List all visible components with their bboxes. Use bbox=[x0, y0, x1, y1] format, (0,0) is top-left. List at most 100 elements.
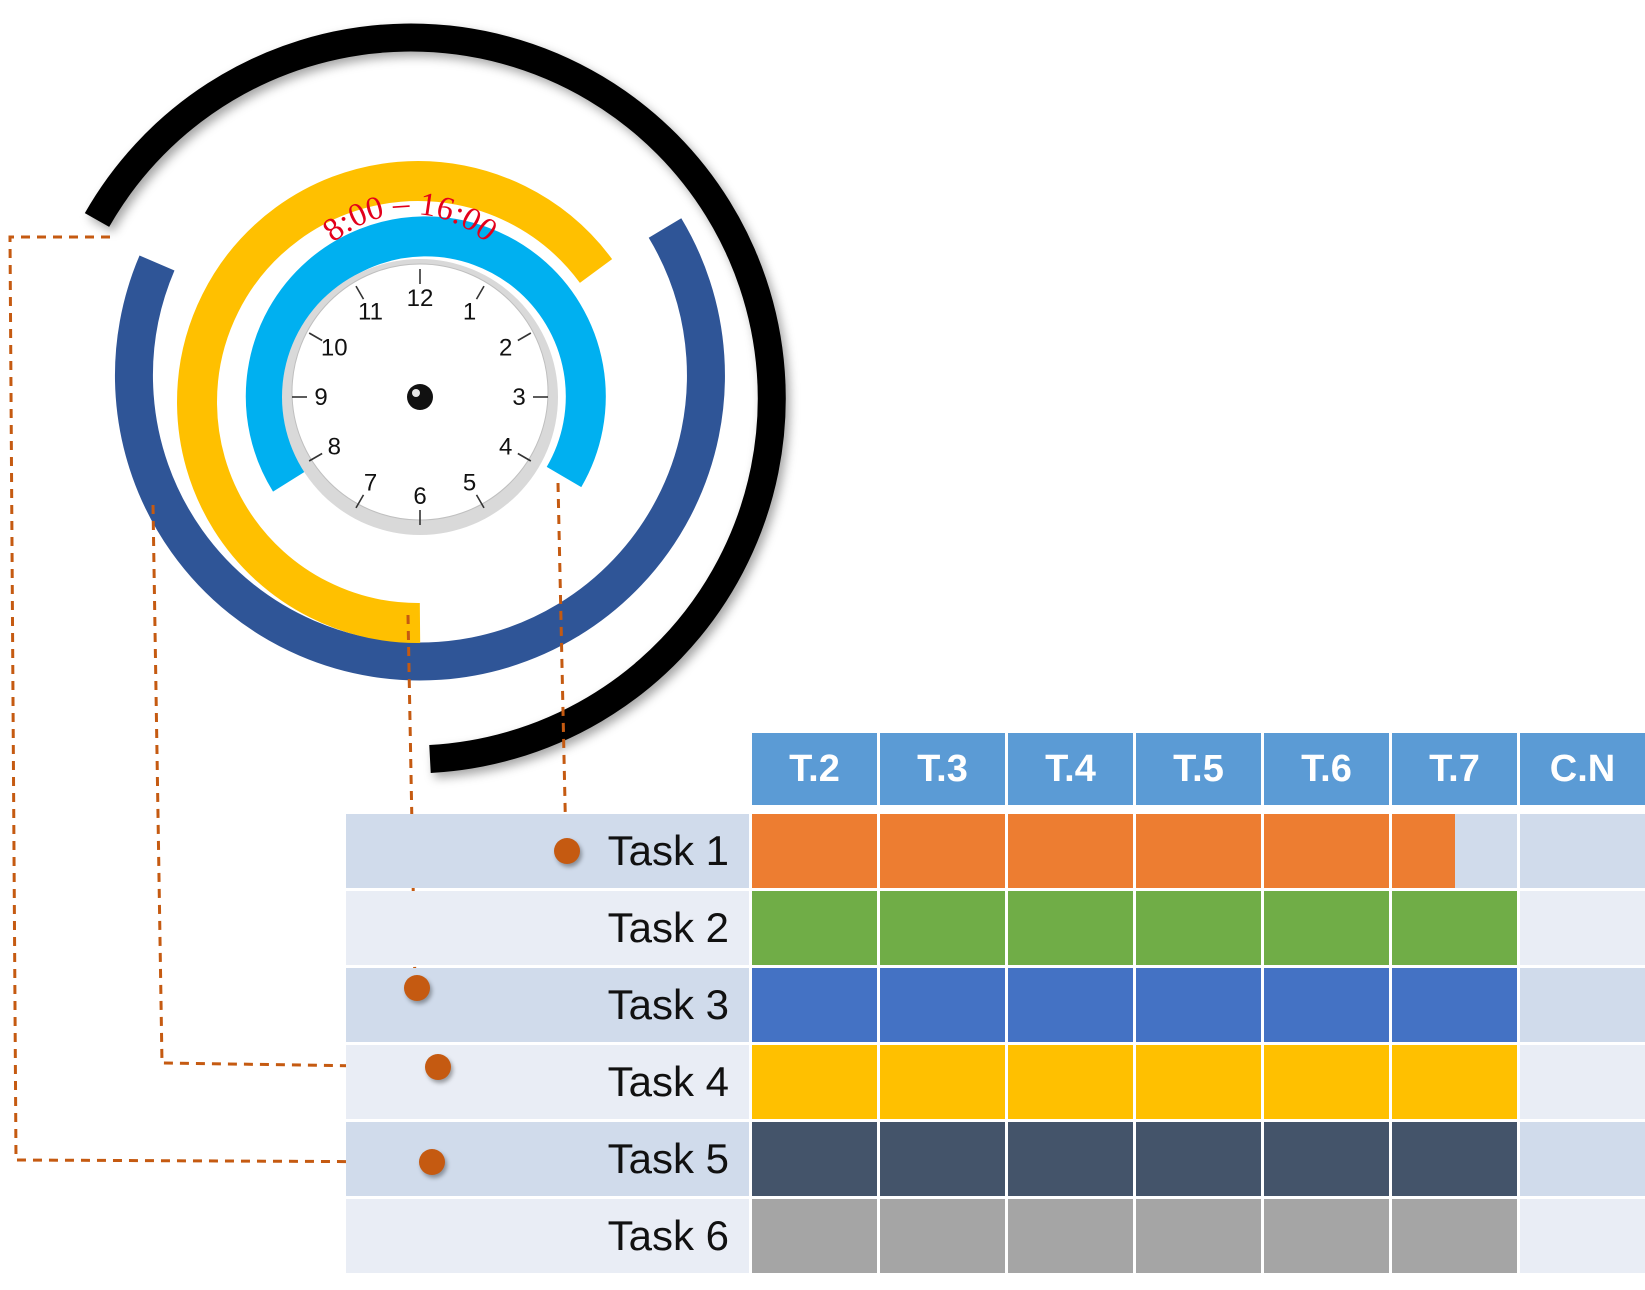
task-row: Task 3 bbox=[346, 968, 1645, 1042]
connector-dot-task-4 bbox=[425, 1054, 451, 1080]
task-bar-segment bbox=[1392, 814, 1455, 888]
clock-numeral: 2 bbox=[499, 335, 512, 362]
day-header-cell: T.6 bbox=[1264, 733, 1389, 805]
task-bar-segment bbox=[752, 968, 877, 1042]
day-header-cell: T.7 bbox=[1392, 733, 1517, 805]
task-cell bbox=[1264, 968, 1389, 1042]
connector-task-1 bbox=[556, 482, 568, 849]
ring-cyan bbox=[245, 216, 606, 492]
task-cell bbox=[1008, 1045, 1133, 1119]
clock-tick bbox=[475, 285, 485, 300]
task-cell bbox=[1392, 1122, 1517, 1196]
task-cell bbox=[880, 968, 1005, 1042]
task-bar-segment bbox=[880, 814, 1005, 888]
task-cell bbox=[880, 891, 1005, 965]
task-row: Task 1 bbox=[346, 814, 1645, 888]
clock-tick bbox=[308, 332, 323, 342]
clock-numeral: 6 bbox=[413, 483, 426, 510]
task-label: Task 6 bbox=[346, 1199, 749, 1273]
task-cell bbox=[752, 1045, 877, 1119]
task-bar-segment bbox=[752, 1045, 877, 1119]
task-cell bbox=[1520, 1122, 1645, 1196]
task-bar-segment bbox=[880, 1045, 1005, 1119]
task-cell bbox=[752, 1199, 877, 1273]
ring-yellow bbox=[177, 161, 613, 644]
connector-dot-task-5 bbox=[419, 1149, 445, 1175]
task-cell bbox=[1136, 968, 1261, 1042]
day-header-cell: C.N bbox=[1520, 733, 1645, 805]
task-cell bbox=[752, 1122, 877, 1196]
clock-tick bbox=[475, 494, 485, 509]
ring-blue bbox=[114, 218, 725, 681]
task-bar-segment bbox=[1392, 1045, 1517, 1119]
task-cell bbox=[1008, 968, 1133, 1042]
connector-dot-task-3 bbox=[404, 975, 430, 1001]
day-header-cell: T.4 bbox=[1008, 733, 1133, 805]
task-bar-segment bbox=[1008, 1122, 1133, 1196]
task-cell bbox=[880, 1199, 1005, 1273]
task-bar-segment bbox=[1008, 891, 1133, 965]
task-bar-segment bbox=[1136, 1199, 1261, 1273]
task-cell bbox=[880, 1045, 1005, 1119]
task-cell bbox=[1392, 1199, 1517, 1273]
task-cell bbox=[1136, 1045, 1261, 1119]
task-cell bbox=[1520, 1199, 1645, 1273]
connector-task-5 bbox=[8, 235, 433, 1164]
task-bar-segment bbox=[1136, 968, 1261, 1042]
clock-numeral: 9 bbox=[314, 384, 327, 411]
task-cell bbox=[1264, 891, 1389, 965]
task-cell bbox=[1264, 814, 1389, 888]
task-bar-segment bbox=[752, 814, 877, 888]
task-bar-segment bbox=[1008, 968, 1133, 1042]
task-bar-segment bbox=[1264, 1199, 1389, 1273]
clock-tick bbox=[308, 452, 323, 462]
task-cell bbox=[1392, 814, 1517, 888]
task-label: Task 5 bbox=[346, 1122, 749, 1196]
clock-numeral: 11 bbox=[358, 298, 383, 325]
task-cell bbox=[880, 814, 1005, 888]
task-bar-segment bbox=[1264, 814, 1389, 888]
task-cell bbox=[1392, 1045, 1517, 1119]
task-cell bbox=[1264, 1199, 1389, 1273]
clock-numeral: 1 bbox=[463, 298, 476, 325]
task-bar-segment bbox=[1264, 891, 1389, 965]
task-row: Task 5 bbox=[346, 1122, 1645, 1196]
clock-numeral: 12 bbox=[407, 285, 434, 312]
task-bar-segment bbox=[752, 1199, 877, 1273]
task-bar-segment bbox=[880, 891, 1005, 965]
task-cell bbox=[1008, 1199, 1133, 1273]
task-cell bbox=[1392, 891, 1517, 965]
task-cell bbox=[1008, 814, 1133, 888]
task-row: Task 4 bbox=[346, 1045, 1645, 1119]
clock-numeral: 5 bbox=[463, 470, 476, 497]
task-bar-segment bbox=[880, 968, 1005, 1042]
task-cell bbox=[1136, 1122, 1261, 1196]
task-cell bbox=[752, 891, 877, 965]
task-bar-segment bbox=[1392, 891, 1517, 965]
task-label: Task 1 bbox=[346, 814, 749, 888]
clock-numeral: 8 bbox=[328, 434, 341, 461]
task-bar-segment bbox=[1264, 1122, 1389, 1196]
clock-numeral: 4 bbox=[499, 434, 512, 461]
task-bar-segment bbox=[1008, 814, 1133, 888]
task-bar-segment bbox=[880, 1122, 1005, 1196]
day-header-cell: T.5 bbox=[1136, 733, 1261, 805]
task-cell bbox=[1520, 1045, 1645, 1119]
task-row: Task 6 bbox=[346, 1199, 1645, 1273]
connector-dot-task-1 bbox=[554, 838, 580, 864]
task-cell bbox=[1520, 814, 1645, 888]
day-header-cell: T.3 bbox=[880, 733, 1005, 805]
clock-center-icon bbox=[407, 384, 433, 410]
task-cell bbox=[1264, 1122, 1389, 1196]
task-cell bbox=[1264, 1045, 1389, 1119]
task-cell bbox=[752, 968, 877, 1042]
task-label: Task 2 bbox=[346, 891, 749, 965]
task-bar-segment bbox=[752, 891, 877, 965]
task-cell bbox=[1008, 891, 1133, 965]
task-bar-segment bbox=[1136, 1122, 1261, 1196]
day-header-cell: T.2 bbox=[752, 733, 877, 805]
